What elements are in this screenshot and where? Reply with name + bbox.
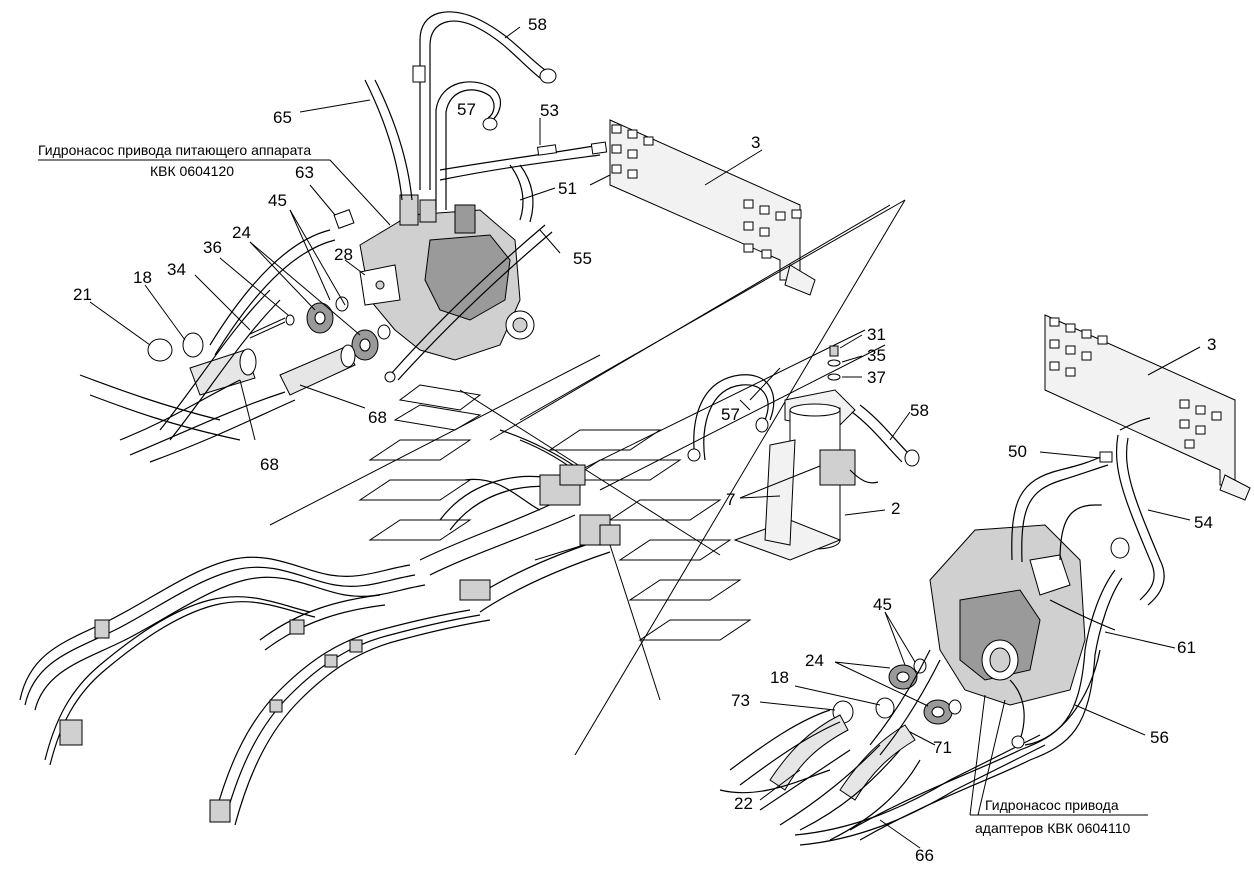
callout-28: 28 — [334, 245, 353, 264]
feed-pump-assembly — [38, 11, 608, 463]
callout-36: 36 — [203, 238, 222, 257]
callout-18-lower: 18 — [770, 668, 789, 687]
callout-3-upper: 3 — [751, 133, 760, 152]
valve-block-center — [459, 464, 621, 601]
callout-45-lower: 45 — [873, 595, 892, 614]
callout-56: 56 — [1150, 728, 1169, 747]
adapter-pump-caption-line2: адаптеров КВК 0604110 — [975, 820, 1130, 836]
callout-68-right: 68 — [368, 408, 387, 427]
callout-22: 22 — [734, 794, 753, 813]
feed-pump-caption-line2: КВК 0604120 — [150, 163, 234, 179]
callout-2: 2 — [891, 499, 900, 518]
callout-66: 66 — [915, 846, 934, 865]
callout-58-center: 58 — [910, 401, 929, 420]
callout-21: 21 — [73, 285, 92, 304]
callout-3-right: 3 — [1207, 335, 1216, 354]
callout-63: 63 — [295, 163, 314, 182]
combine-frame-view — [19, 199, 906, 826]
callout-73: 73 — [731, 691, 750, 710]
callout-24-lower: 24 — [805, 651, 824, 670]
callout-57-upper: 57 — [457, 100, 476, 119]
callout-57-center: 57 — [721, 405, 740, 424]
callout-7: 7 — [726, 490, 735, 509]
callout-58-upper: 58 — [528, 15, 547, 34]
callout-68-lower: 68 — [260, 455, 279, 474]
callout-55: 55 — [573, 249, 592, 268]
manifold-plate-right — [1044, 314, 1251, 501]
callout-65: 65 — [273, 108, 292, 127]
callout-18-upper: 18 — [133, 268, 152, 287]
callout-53: 53 — [540, 101, 559, 120]
callout-37: 37 — [867, 368, 886, 387]
feed-pump-caption-line1: Гидронасос привода питающего аппарата — [38, 142, 311, 158]
callout-71: 71 — [933, 738, 952, 757]
adapter-pump-caption-line1: Гидронасос привода — [985, 797, 1119, 813]
adapter-pump-assembly — [719, 417, 1191, 849]
manifold-plate-upper — [589, 119, 816, 296]
callout-61: 61 — [1177, 638, 1196, 657]
callout-50: 50 — [1008, 442, 1027, 461]
callout-31: 31 — [867, 325, 886, 344]
callout-34: 34 — [167, 260, 186, 279]
filter-tank — [687, 334, 920, 561]
callout-54: 54 — [1194, 513, 1213, 532]
callout-35: 35 — [867, 346, 886, 365]
callout-51: 51 — [558, 179, 577, 198]
callout-24-upper: 24 — [232, 223, 251, 242]
callout-45-upper: 45 — [268, 191, 287, 210]
